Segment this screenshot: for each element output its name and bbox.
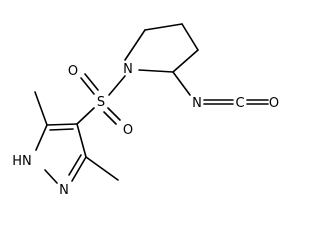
methyl-c5 — [34, 91, 48, 126]
bond-ch-n-iso — [172, 71, 191, 96]
bond-ch2-ch2-top — [144, 23, 183, 31]
bond-s-o-bottom-a — [107, 107, 121, 121]
bond-s-c4 — [76, 107, 95, 125]
atom-pyrrolidine-n: N — [123, 62, 133, 77]
atom-sulfonyl-o-bottom: O — [123, 123, 133, 138]
structure-diagram: N S O O N C O HN N — [12, 23, 279, 198]
bond-n1-n2 — [44, 169, 58, 184]
bond-s-o-bottom-b — [103, 111, 117, 125]
bond-s-o-top-b — [84, 73, 99, 91]
atom-isocyanate-n: N — [192, 96, 202, 111]
bond-c3-c4 — [76, 123, 87, 158]
bond-n2-c3 — [71, 156, 87, 182]
methyl-c3 — [85, 156, 119, 181]
isocyanate-group — [172, 71, 269, 105]
atom-isocyanate-o: O — [269, 96, 279, 111]
atom-sulfur: S — [97, 95, 105, 110]
atom-pyrazole-n: N — [59, 183, 69, 198]
molecule-drawing: N S O O N C O HN N — [12, 23, 279, 198]
bond-n-s — [108, 75, 126, 96]
bond-ch-n — [138, 69, 174, 73]
pyrrolidine-ring — [124, 23, 199, 73]
atom-pyrazole-nh: HN — [12, 154, 32, 169]
bond-ch2-ch — [172, 49, 199, 73]
bond-s-o-top-a — [80, 77, 95, 95]
bond-ch2-ch2-right — [181, 23, 199, 51]
bond-n2-c3-inner — [68, 154, 82, 176]
pyrazole-ring — [35, 123, 87, 184]
bond-c4-c5 — [46, 123, 78, 126]
bond-n-ch2 — [124, 29, 146, 61]
atom-isocyanate-c: C — [235, 96, 244, 111]
bond-c5-n1 — [35, 124, 48, 151]
bond-c4-c5-inner — [49, 128, 74, 131]
atom-sulfonyl-o-top: O — [68, 64, 78, 79]
